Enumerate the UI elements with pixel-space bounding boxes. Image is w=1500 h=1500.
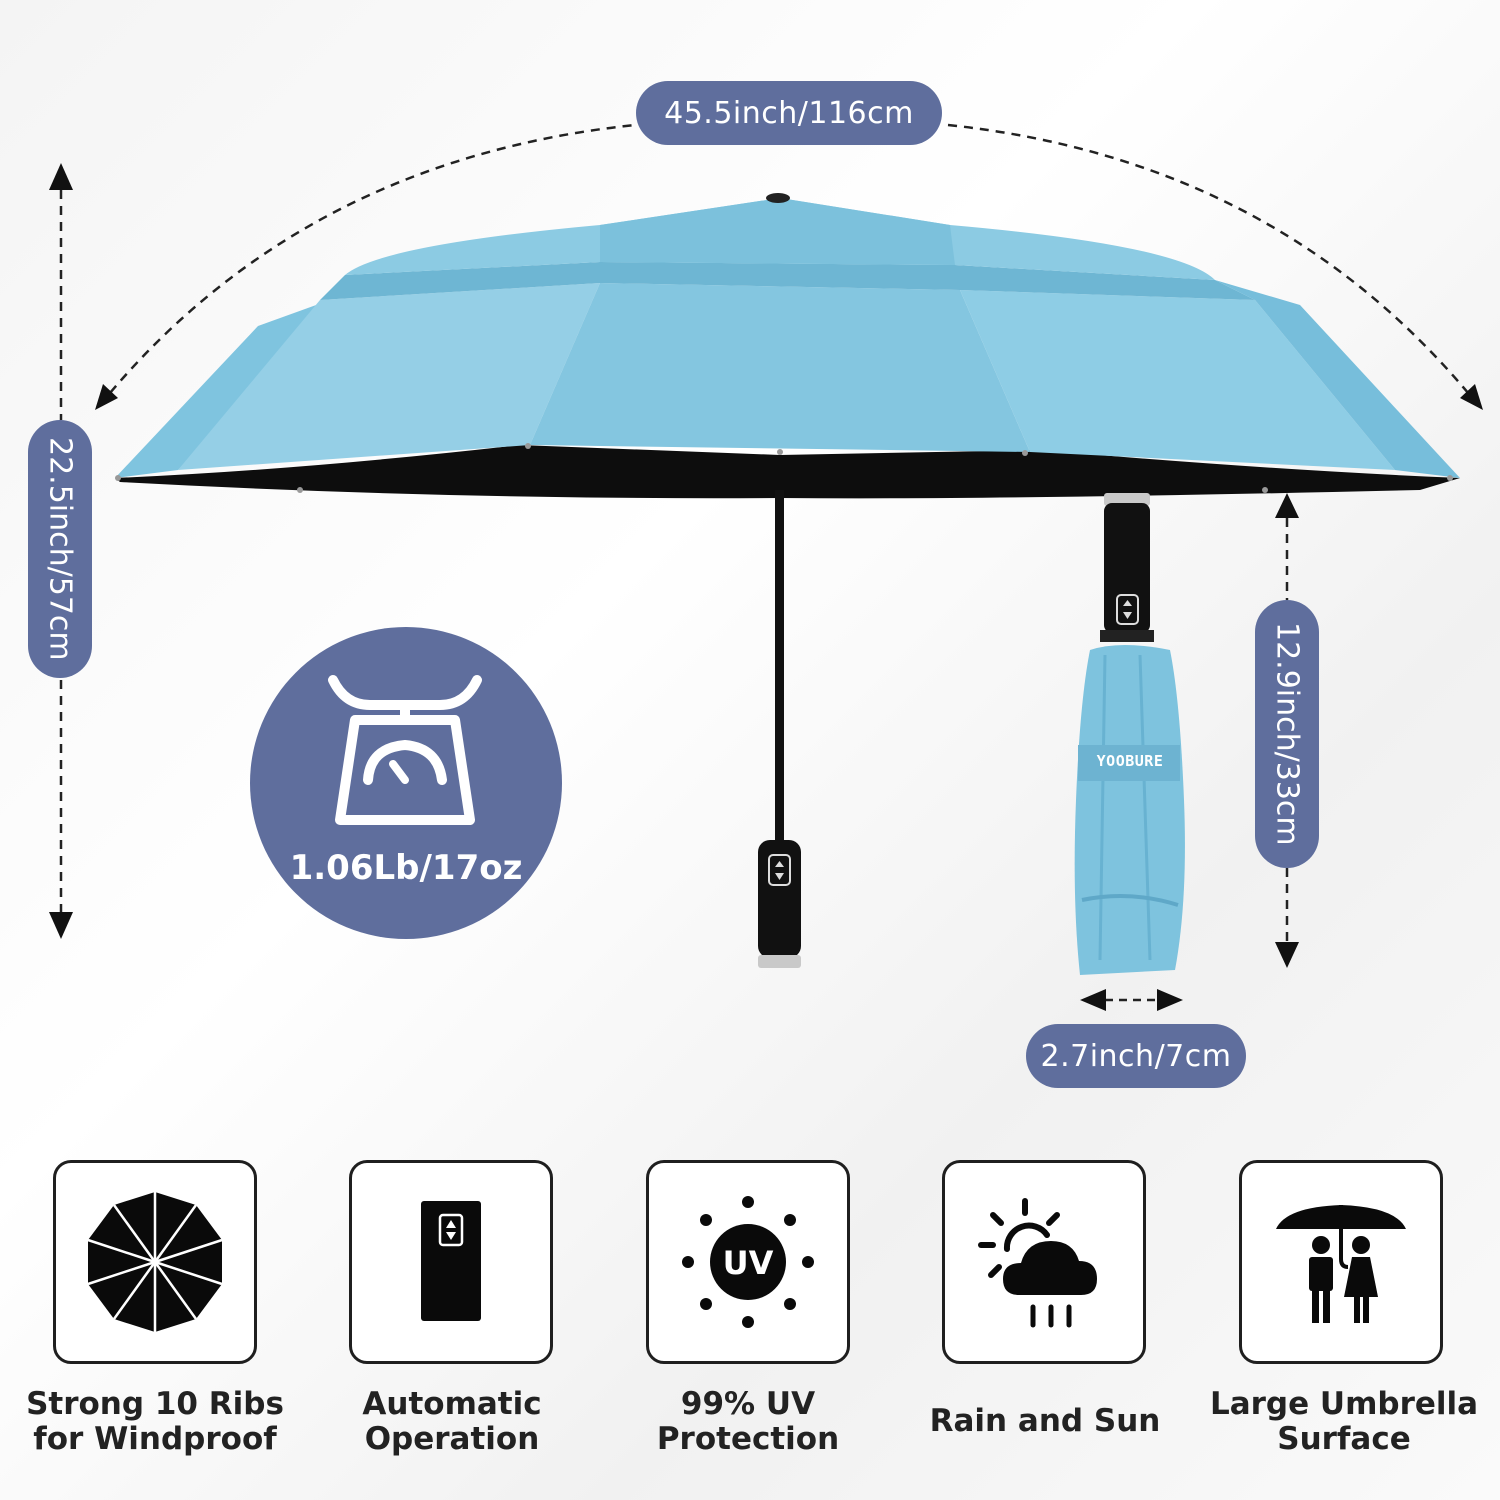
feature-uv-box: UV: [646, 1160, 850, 1364]
auto-button-icon: [421, 1201, 481, 1321]
folded-edge: [1081, 894, 1179, 907]
feature-ribs-line2: for Windproof: [33, 1421, 277, 1457]
feature-ribs-line1: Strong 10 Ribs: [26, 1386, 284, 1422]
folded-handle-cap: [1104, 493, 1150, 506]
canopy-panel: [1215, 280, 1460, 478]
fold-width-arrow-right: [1157, 989, 1183, 1011]
folded-width-label: 2.7inch/7cm: [1040, 1038, 1232, 1074]
feature-large-label: Large Umbrella Surface: [1191, 1387, 1497, 1457]
rib-tip: [525, 443, 531, 449]
uv-sun-icon: UV: [682, 1196, 814, 1328]
couple-under-umbrella-icon: [1276, 1205, 1406, 1323]
rib-tip: [777, 449, 783, 455]
shaft: [775, 490, 784, 840]
canopy-panel: [115, 300, 330, 478]
fold-width-arrow-left: [1080, 989, 1106, 1011]
open-umbrella: [115, 193, 1460, 968]
rib-tip: [297, 487, 303, 493]
handle-button: [768, 854, 791, 886]
folded-length-pill: 12.9inch/33cm: [1255, 600, 1319, 868]
sun-cloud-rain-icon: [978, 1198, 1097, 1328]
weight-badge: [250, 627, 562, 939]
feature-ribs-label: Strong 10 Ribs for Windproof: [5, 1387, 305, 1457]
canopy-panel: [178, 283, 600, 470]
button-down-arrow: [775, 873, 784, 880]
feature-auto-label: Automatic Operation: [302, 1387, 602, 1457]
feature-ribs-box: [53, 1160, 257, 1364]
canopy-vent-band: [320, 262, 1255, 300]
folded-length-label: 12.9inch/33cm: [1269, 622, 1305, 846]
brand-label: YOOBURE: [1096, 752, 1164, 770]
width-dimension-label: 45.5inch/116cm: [664, 95, 914, 131]
feature-auto-line2: Operation: [364, 1421, 540, 1457]
height-dimension-label: 22.5inch/57cm: [42, 437, 78, 661]
weight-label: 1.06Lb/17oz: [289, 848, 523, 888]
folded-arrow-up: [1275, 493, 1299, 518]
folded-fold-line: [1138, 654, 1152, 961]
folded-fold-line: [1098, 654, 1107, 961]
feature-large-line1: Large Umbrella: [1209, 1386, 1479, 1422]
rib-tip: [1022, 450, 1028, 456]
width-arc-right: [947, 123, 1479, 406]
folded-button-up-arrow: [1123, 600, 1132, 606]
folded-width-pill: 2.7inch/7cm: [1026, 1024, 1246, 1088]
svg-text:UV: UV: [723, 1244, 774, 1282]
handle-cap: [758, 955, 801, 968]
feature-uv-label: 99% UV Protection: [598, 1387, 898, 1457]
folded-handle-button: [1116, 594, 1139, 625]
folded-strap: [1078, 745, 1180, 781]
feature-weather-label: Rain and Sun: [895, 1404, 1195, 1439]
canopy-tip: [766, 193, 790, 203]
arc-arrowhead-left: [95, 384, 118, 410]
canopy-panel: [530, 283, 1030, 452]
feature-large-box: [1239, 1160, 1443, 1364]
canopy-top-panel: [600, 198, 955, 265]
folded-umbrella: [1074, 493, 1185, 975]
feature-weather-line1: Rain and Sun: [929, 1403, 1161, 1439]
feature-uv-line2: Protection: [656, 1421, 840, 1457]
feature-auto-box: [349, 1160, 553, 1364]
ten-ribs-icon: [87, 1192, 223, 1332]
rib-tip: [115, 475, 121, 481]
height-dimension-pill: 22.5inch/57cm: [28, 420, 92, 678]
folded-collar: [1100, 630, 1154, 642]
handle: [758, 840, 801, 958]
feature-weather-box: [942, 1160, 1146, 1364]
feature-uv-line1: 99% UV: [680, 1386, 816, 1422]
arc-arrowhead-right: [1460, 384, 1483, 410]
height-arrow-down: [49, 912, 73, 939]
rib-tip: [1447, 475, 1453, 481]
folded-arrow-down: [1275, 942, 1299, 968]
width-dimension-pill: 45.5inch/116cm: [636, 81, 942, 145]
folded-button-down-arrow: [1123, 612, 1132, 619]
feature-large-line2: Surface: [1277, 1421, 1411, 1457]
canopy-panel: [960, 290, 1395, 470]
rib-tip: [1262, 487, 1268, 493]
canopy-underside: [115, 445, 1460, 499]
folded-canopy: [1074, 645, 1185, 975]
width-arc: [99, 123, 636, 406]
height-arrow-up: [49, 163, 73, 190]
button-up-arrow: [775, 861, 784, 867]
feature-auto-line1: Automatic: [362, 1386, 542, 1422]
